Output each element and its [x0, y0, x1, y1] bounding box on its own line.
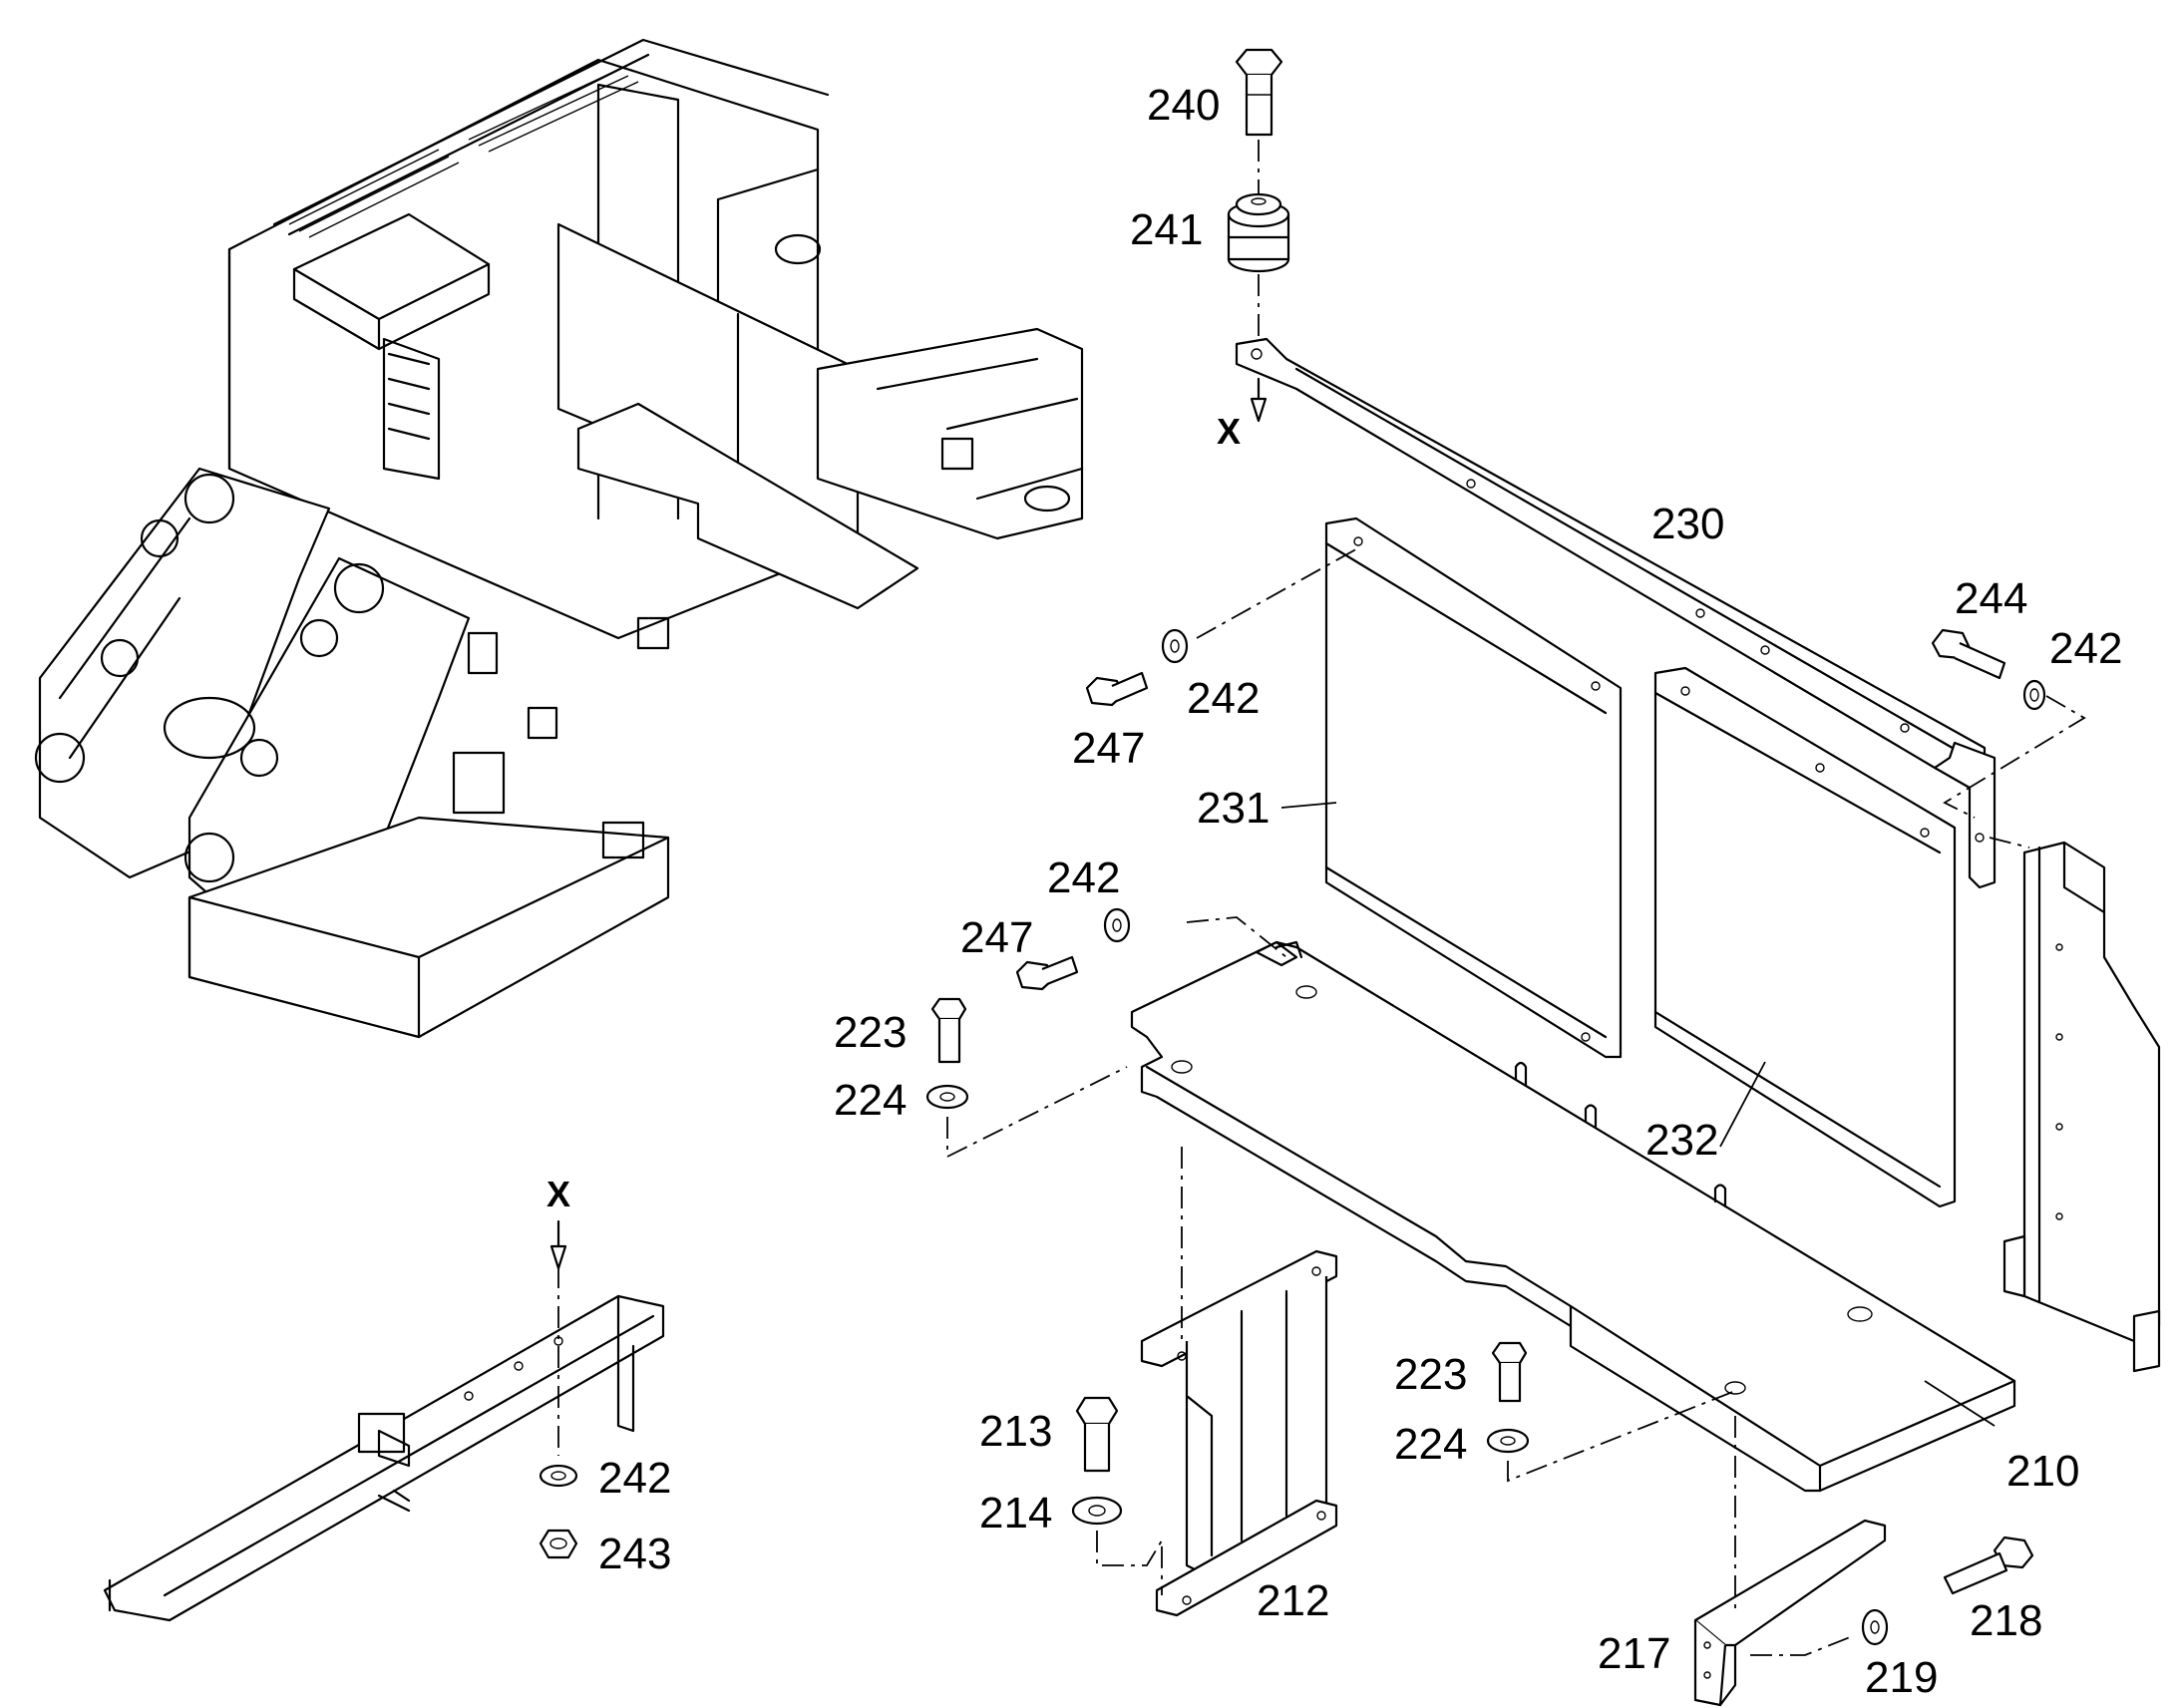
washer-224-left — [925, 1084, 969, 1110]
bolt-213 — [1075, 1396, 1119, 1473]
side-bracket — [2002, 841, 2161, 1373]
callout-242-detail: 242 — [598, 1454, 671, 1503]
leader-lines — [1280, 802, 1996, 1427]
washer-242-right — [2022, 679, 2046, 711]
callout-224-left: 224 — [834, 1076, 907, 1125]
callout-242-upper: 242 — [1187, 674, 1260, 723]
view-arrowhead-bottom — [549, 1244, 567, 1270]
view-x-support-rail — [103, 1294, 665, 1622]
washer-242-detail — [539, 1464, 578, 1488]
callout-241: 241 — [1130, 205, 1203, 254]
bolt-223-left — [930, 997, 967, 1064]
callout-247-lower: 247 — [960, 913, 1033, 962]
callout-232: 232 — [1645, 1116, 1718, 1165]
callout-214: 214 — [979, 1489, 1052, 1537]
bolt-247-upper — [1085, 671, 1149, 707]
view-marker-x-bottom: X — [546, 1174, 570, 1214]
bolt-240 — [1235, 48, 1283, 137]
washer-214 — [1071, 1496, 1123, 1526]
callout-242-lower: 242 — [1047, 854, 1120, 902]
callout-242-right: 242 — [2049, 624, 2122, 673]
bolt-247-lower — [1015, 955, 1079, 991]
callout-240: 240 — [1147, 81, 1220, 130]
cover-panel-232 — [1653, 666, 1957, 1208]
cover-panel-231 — [1324, 516, 1623, 1059]
floor-plate-210 — [1130, 940, 2016, 1493]
callout-218: 218 — [1970, 1596, 2042, 1645]
callout-231: 231 — [1197, 784, 1270, 833]
assembly-centerlines — [946, 545, 2086, 1656]
callout-223-left: 223 — [834, 1008, 907, 1057]
callout-243-detail: 243 — [598, 1530, 671, 1578]
callout-213: 213 — [979, 1407, 1052, 1456]
callout-212: 212 — [1257, 1576, 1329, 1625]
support-stand-212 — [1140, 1249, 1338, 1617]
callout-217: 217 — [1598, 1629, 1670, 1678]
callout-247-upper: 247 — [1072, 724, 1145, 773]
top-rail-230 — [1235, 337, 1997, 889]
callout-244: 244 — [1955, 574, 2027, 623]
nut-243-detail — [539, 1529, 578, 1559]
machine-frame-assembly — [34, 38, 1084, 1039]
bracket-217 — [1693, 1519, 1887, 1707]
view-arrowhead-top — [1250, 397, 1268, 423]
washer-242-lower — [1103, 907, 1131, 943]
rubber-mount-241 — [1227, 192, 1290, 273]
bolt-244 — [1931, 628, 2006, 680]
bolt-218 — [1943, 1536, 2034, 1595]
callout-219: 219 — [1865, 1653, 1938, 1702]
washer-219 — [1861, 1608, 1889, 1646]
callout-223-right: 223 — [1394, 1350, 1467, 1399]
view-marker-x-top: X — [1217, 411, 1241, 452]
callout-labels: 240 241 230 244 242 242 247 231 242 247 … — [598, 81, 2122, 1702]
callout-230: 230 — [1651, 500, 1724, 548]
callout-210: 210 — [2006, 1447, 2079, 1496]
bolt-223-right — [1491, 1341, 1528, 1403]
washer-242-upper — [1161, 628, 1189, 664]
washer-224-right — [1486, 1428, 1530, 1454]
callout-224-right: 224 — [1394, 1420, 1467, 1469]
